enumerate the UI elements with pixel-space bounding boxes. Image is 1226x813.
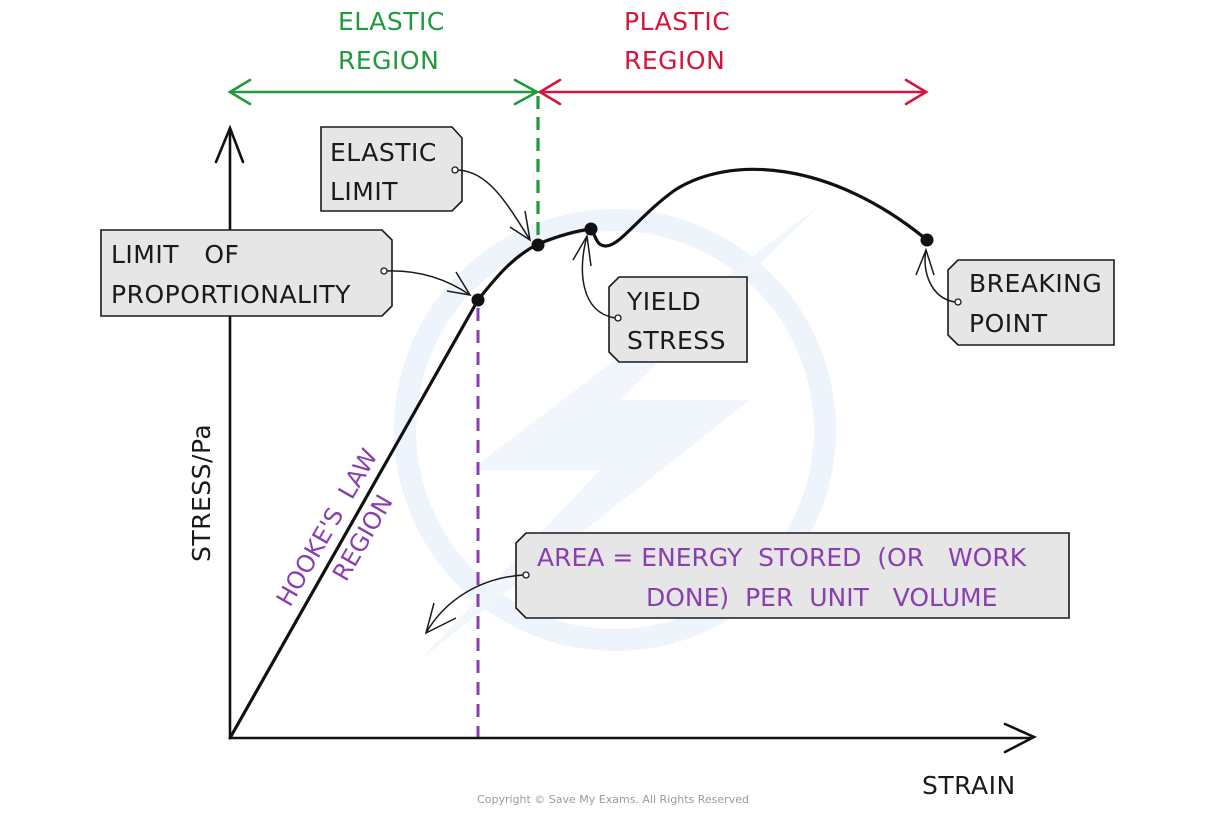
limit-of-proportionality-label-line1: LIMIT OF xyxy=(111,240,239,269)
elastic-region-label-line1: ELASTIC xyxy=(338,7,445,36)
elastic-limit-label-line2: LIMIT xyxy=(330,177,398,206)
plastic-region-arrow xyxy=(537,78,929,106)
y-axis xyxy=(214,124,245,740)
yield-stress-pointer-arrow xyxy=(581,235,616,319)
elastic-region-label-line2: REGION xyxy=(338,46,439,75)
area-energy-tag: AREA = ENERGY STORED (OR WORK DONE) PER … xyxy=(424,532,1070,635)
yield-stress-label-line1: YIELD xyxy=(626,287,701,316)
breaking-point-point xyxy=(920,233,934,247)
limit-of-proportionality-pointer-arrow xyxy=(386,270,471,296)
area-energy-label-line1: AREA = ENERGY STORED (OR WORK xyxy=(537,543,1027,572)
yield-stress-label-line2: STRESS xyxy=(627,326,726,355)
yield-stress-tag: YIELD STRESS xyxy=(572,233,748,363)
plastic-region-label-line2: REGION xyxy=(624,46,725,75)
elastic-limit-tag: ELASTIC LIMIT xyxy=(320,126,532,242)
area-pointer-arrow xyxy=(425,574,524,634)
x-axis-label: STRAIN xyxy=(922,771,1016,800)
breaking-point-label-line1: BREAKING xyxy=(969,269,1102,298)
limit-of-proportionality-label-line2: PROPORTIONALITY xyxy=(111,280,351,309)
area-energy-label-line2: DONE) PER UNIT VOLUME xyxy=(646,583,997,612)
yield-stress-point xyxy=(584,222,598,236)
copyright-text: Copyright © Save My Exams. All Rights Re… xyxy=(477,793,749,806)
breaking-point-label-line2: POINT xyxy=(969,309,1048,338)
elastic-region-arrow xyxy=(227,78,540,106)
stress-strain-curve xyxy=(228,167,929,740)
elastic-limit-pointer-arrow xyxy=(457,169,531,241)
y-axis-label: STRESS/Pa xyxy=(187,424,216,562)
plastic-region-label-line1: PLASTIC xyxy=(624,7,730,36)
limit-of-proportionality-tag: LIMIT OF PROPORTIONALITY xyxy=(100,229,472,317)
breaking-point-tag: BREAKING POINT xyxy=(915,247,1115,346)
breaking-point-pointer-arrow xyxy=(924,249,956,303)
elastic-limit-point xyxy=(531,238,545,252)
limit-of-proportionality-point xyxy=(471,293,485,307)
elastic-limit-label-line1: ELASTIC xyxy=(330,138,437,167)
x-axis xyxy=(228,722,1037,754)
